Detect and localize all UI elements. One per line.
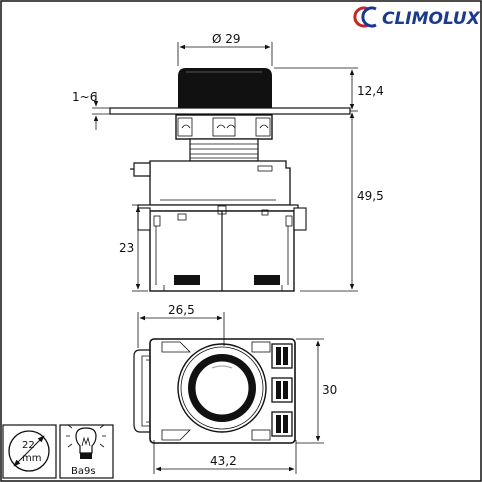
- terminal-screw: [174, 275, 200, 285]
- brand-logo: CLIMOLUX: [353, 6, 481, 29]
- dim-width-total: 43,2: [210, 454, 237, 468]
- latch-block: [149, 160, 291, 206]
- dim-panel-thickness: 1~6: [72, 90, 97, 104]
- dim-base-height: 23: [119, 241, 134, 255]
- button-cap: [178, 68, 272, 108]
- mounting-panel: [109, 107, 351, 115]
- dimension-lines: Ø 29 12,4 49,5 1~6 23 26,5 30 4: [72, 32, 384, 474]
- side-view: [109, 68, 351, 292]
- dim-depth: 30: [322, 383, 337, 397]
- front-view: [133, 338, 296, 444]
- terminal-slot: [271, 377, 293, 403]
- brand-logo-text: CLIMOLUX: [382, 9, 481, 29]
- bulb-label: Ba9s: [71, 466, 96, 477]
- bulb-icon: [66, 424, 106, 459]
- mounting-hole-unit: mm: [22, 453, 41, 464]
- mounting-hole-badge: 22 mm: [2, 424, 57, 479]
- terminal-screw: [254, 275, 280, 285]
- dim-height-top: 12,4: [357, 84, 384, 98]
- terminal-slot: [271, 411, 293, 437]
- dim-width-front: 26,5: [168, 303, 195, 317]
- terminal-slot: [271, 343, 293, 369]
- bulb-badge: Ba9s: [59, 424, 114, 479]
- brand-logo-mark: [353, 6, 377, 28]
- dim-diameter: Ø 29: [212, 32, 241, 46]
- dim-height-total: 49,5: [357, 189, 384, 203]
- mounting-hole-value: 22: [22, 440, 35, 451]
